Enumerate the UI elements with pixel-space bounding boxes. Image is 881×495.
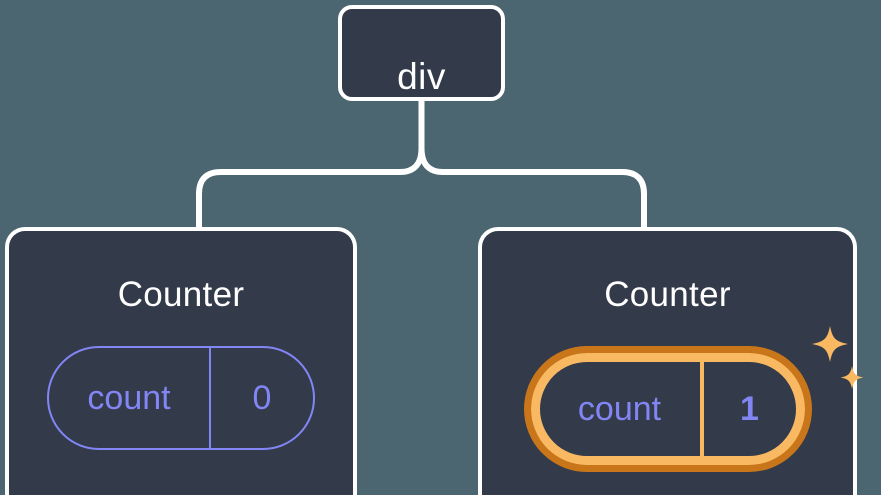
state-pill-inner-ring: count 1 (530, 353, 805, 465)
sparkles-group (811, 326, 863, 389)
state-key-right: count (577, 389, 662, 428)
state-pill-left[interactable]: count 0 (47, 346, 315, 450)
node-counter-left[interactable]: Counter count 0 (5, 227, 357, 495)
state-pill-right-highlighted[interactable]: count 1 (523, 346, 812, 472)
state-value-left: 0 (209, 348, 313, 448)
state-pill-wrap-left: count 0 (47, 346, 315, 450)
node-counter-right[interactable]: Counter count 1 (478, 227, 863, 495)
sparkle-large-icon (811, 326, 848, 362)
node-counter-left-title: Counter (117, 275, 245, 314)
node-div[interactable]: div (338, 5, 505, 101)
state-key-left: count (87, 378, 171, 417)
sparkle-small-icon (840, 366, 863, 389)
state-value-right: 1 (699, 362, 796, 456)
connector-to-counter-left (196, 145, 425, 230)
node-div-label: div (397, 55, 446, 97)
state-pill-wrap-right: count 1 (523, 326, 863, 472)
node-counter-right-title: Counter (604, 275, 731, 314)
connector-to-counter-right (418, 145, 647, 230)
